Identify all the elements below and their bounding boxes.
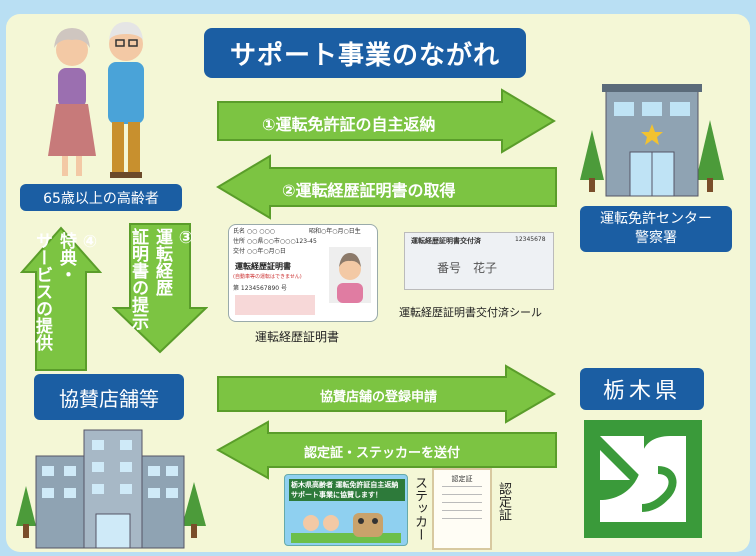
seal-caption: 運転経歴証明書交付済シール — [399, 306, 542, 319]
sticker-label: ステッカー — [412, 476, 427, 541]
step4-arrow — [20, 226, 102, 371]
registration-label: 協賛店舗の登録申請 — [320, 390, 438, 405]
prefecture-label: 栃木県 — [580, 368, 704, 410]
certificate-field-number: 第 1234567890 号 — [233, 285, 287, 292]
certificate-field-issued: 交付 ○○年○月○日 — [233, 248, 286, 255]
certificate-caption: 運転経歴証明書 — [255, 330, 340, 344]
send-label: 認定証・ステッカーを送付 — [304, 446, 461, 461]
elderly-couple-illustration — [48, 22, 144, 178]
certification-document: 認定証 — [432, 468, 492, 550]
stores-label: 協賛店舗等 — [34, 374, 184, 420]
certificate-card-note: (自動車等の運転はできません) — [233, 274, 302, 280]
certificate-card-title: 運転経歴証明書 — [235, 262, 291, 271]
license-center-label: 運転免許センター 警察署 — [580, 206, 732, 252]
send-arrow — [216, 420, 557, 480]
elderly-label: 65歳以上の高齢者 — [20, 184, 182, 211]
license-center-building — [580, 84, 724, 197]
store-buildings-illustration — [16, 429, 206, 549]
step3-label: ③ 運転経歴 証明書の提示 — [128, 228, 196, 330]
seal-header: 運転経歴証明書交付済 — [411, 237, 481, 245]
sticker-characters — [291, 513, 401, 543]
registration-arrow — [217, 364, 556, 424]
certification-label: 認定証 — [496, 482, 511, 521]
sticker-text: 栃木県高齢者 運転免許証自主返納サポート事業に協賛します！ — [289, 479, 405, 501]
step2-arrow — [216, 154, 557, 220]
prefecture-logo-icon — [584, 420, 702, 538]
certificate-field-address: 住所 ○○県○○市○○○123-45 — [233, 238, 317, 245]
step3-arrow — [112, 223, 208, 354]
certificate-card: 氏名 ○○ ○○○ 昭和○年○月○日生 住所 ○○県○○市○○○123-45 交… — [228, 224, 378, 322]
step2-label: ②運転経歴証明書の取得 — [282, 181, 456, 200]
step4-label: ④ 特典・ サービスの提供 — [32, 232, 100, 351]
seal-number: 12345678 — [515, 236, 546, 243]
seal-stamp: 番号 花子 — [437, 261, 498, 275]
certificate-photo — [329, 247, 371, 303]
certificate-field-name: 氏名 ○○ ○○○ — [233, 228, 275, 235]
sticker-image: 栃木県高齢者 運転免許証自主返納サポート事業に協賛します！ — [284, 474, 408, 546]
page-title: サポート事業のながれ — [204, 28, 526, 78]
certificate-field-birth: 昭和○年○月○日生 — [309, 228, 361, 235]
step1-label: ①運転免許証の自主返納 — [262, 115, 436, 134]
seal-card: 運転経歴証明書交付済 12345678 番号 花子 — [404, 232, 554, 290]
step1-arrow — [217, 88, 556, 154]
certificate-stripe — [235, 295, 315, 315]
certification-doc-title: 認定証 — [451, 475, 473, 483]
